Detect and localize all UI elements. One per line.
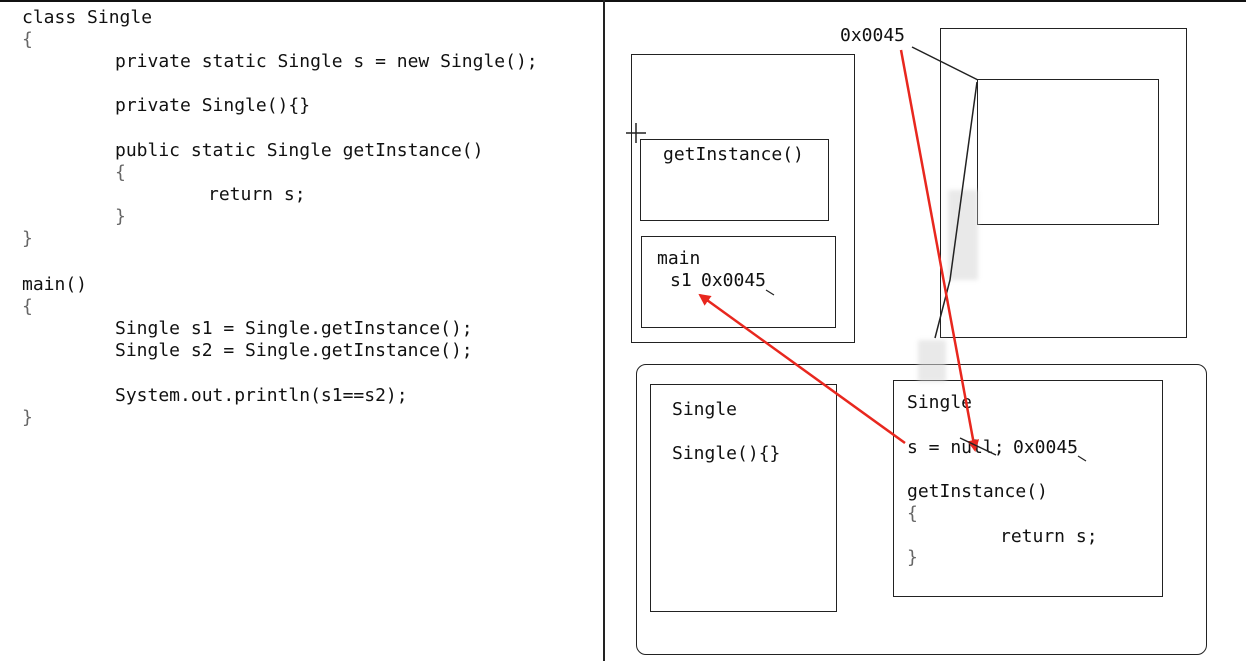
smudge-mark xyxy=(918,340,946,382)
getinstance-frame xyxy=(640,139,829,221)
class-box-title: Single xyxy=(672,399,738,420)
code-line-class-close: } xyxy=(22,228,33,249)
code-line-s2: Single s2 = Single.getInstance(); xyxy=(115,340,473,361)
getinstance-frame-label: getInstance() xyxy=(663,144,804,165)
code-line-main-open: { xyxy=(22,296,33,317)
main-frame-label: main xyxy=(657,248,701,269)
vertical-divider xyxy=(603,0,605,661)
class-box-constructor: Single(){} xyxy=(672,443,781,464)
static-method-signature: getInstance() xyxy=(907,481,1048,502)
code-line-class: class Single xyxy=(22,7,153,28)
code-line-static-field: private static Single s = new Single(); xyxy=(115,51,538,72)
smudge-mark xyxy=(948,190,978,280)
static-method-close: } xyxy=(907,547,918,568)
code-line-brace-open: { xyxy=(22,29,33,50)
code-line-main: main() xyxy=(22,274,88,295)
static-area-box xyxy=(893,380,1163,597)
heap-address-label: 0x0045 xyxy=(840,25,906,46)
code-line-return: return s; xyxy=(208,184,306,205)
static-field: s = null; xyxy=(907,437,1005,458)
main-var-s1: s1 xyxy=(670,270,692,291)
code-line-method-close: } xyxy=(115,206,126,227)
static-field-value: 0x0045 xyxy=(1013,437,1079,458)
code-line-println: System.out.println(s1==s2); xyxy=(115,385,408,406)
static-method-open: { xyxy=(907,503,918,524)
code-line-method-open: { xyxy=(115,162,126,183)
static-area-title: Single xyxy=(907,392,973,413)
heap-object xyxy=(977,79,1159,225)
main-var-value: 0x0045 xyxy=(701,270,767,291)
top-border xyxy=(0,0,1246,2)
code-line-s1: Single s1 = Single.getInstance(); xyxy=(115,318,473,339)
code-line-constructor: private Single(){} xyxy=(115,95,311,116)
static-method-body: return s; xyxy=(1000,526,1098,547)
code-line-main-close: } xyxy=(22,407,33,428)
code-line-getinstance: public static Single getInstance() xyxy=(115,140,484,161)
